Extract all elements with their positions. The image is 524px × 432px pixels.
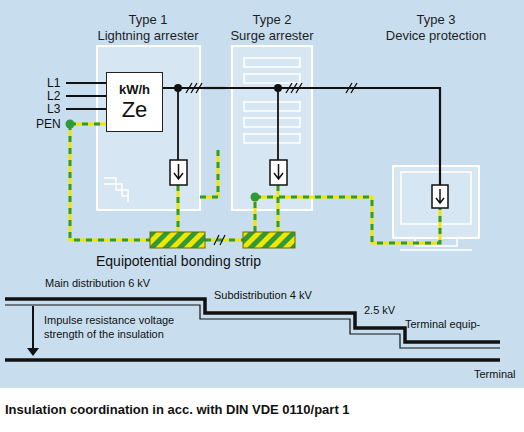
phase-label: PEN xyxy=(36,117,61,132)
phase-label: L3 xyxy=(47,102,60,117)
device-group: Type 1Lightning arrester kW/hZe xyxy=(92,12,204,210)
bonding-strip xyxy=(150,232,205,248)
type-heading: Lightning arrester xyxy=(92,28,204,44)
strip-label: Equipotential bonding strip xyxy=(96,253,261,270)
type-heading: Type 1 xyxy=(92,12,204,28)
level-label: Main distribution 6 kV xyxy=(45,276,150,290)
computer xyxy=(393,166,479,238)
level-label: Terminal equip- xyxy=(405,317,480,331)
meter-box: kW/hZe xyxy=(106,72,163,132)
meter-text: kW/h xyxy=(119,82,150,98)
phase-label: L2 xyxy=(47,89,60,104)
distribution-panel xyxy=(97,46,200,210)
voltage-steps xyxy=(5,299,500,360)
pe-conductor xyxy=(70,124,440,243)
type-heading: Type 3 xyxy=(382,12,491,28)
arrester-symbol xyxy=(170,160,448,208)
phase-connector xyxy=(204,87,226,89)
distribution-panel xyxy=(232,46,312,210)
figure-caption: Insulation coordination in acc. with DIN… xyxy=(5,402,350,417)
type-heading: Device protection xyxy=(382,28,491,44)
axis-label: Impulse resistance voltage strength of t… xyxy=(44,313,214,341)
phase-connector xyxy=(318,87,382,89)
device-group: Type 3Device protection xyxy=(382,12,491,256)
level-label: Terminal xyxy=(474,367,516,381)
phase-label: L1 xyxy=(47,76,60,91)
type-heading: Type 2 xyxy=(226,12,318,28)
type-heading: Surge arrester xyxy=(226,28,318,44)
meter-text: Ze xyxy=(122,98,148,122)
bonding-strip xyxy=(243,232,295,248)
device-group: Type 2Surge arrester xyxy=(226,12,318,210)
phase-wires xyxy=(66,83,440,185)
level-label: Subdistribution 4 kV xyxy=(214,288,312,302)
background-panel xyxy=(0,0,524,388)
level-label: 2.5 kV xyxy=(364,303,395,317)
